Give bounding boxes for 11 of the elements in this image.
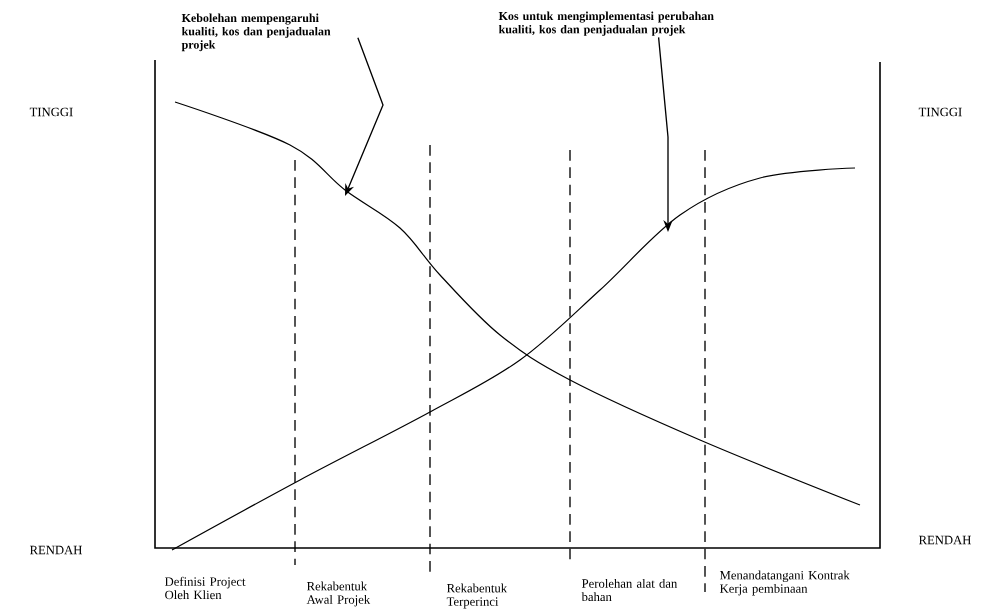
phase-label: Perolehan alat dan bahan (581, 578, 678, 602)
axis-label: TINGGI (29, 107, 73, 117)
phase-label: Rekabentuk Terperinci (446, 583, 508, 609)
callout-text: Kos untuk mengimplementasi perubahan kualiti, kos dan penjadualan projek (498, 11, 714, 36)
phase-label: Definisi Project Oleh Klien (164, 576, 246, 600)
axis-label: RENDAH (29, 545, 82, 555)
callout-text: Kebolehan mempengaruhi kualiti, kos dan penjadualan projek (181, 13, 331, 52)
axis-label: TINGGI (918, 107, 962, 117)
phase-label: Menandatangani Kontrak Kerja pembinaan (719, 570, 850, 596)
phase-label: Rekabentuk Awal Projek (306, 581, 371, 607)
axis-label: RENDAH (918, 535, 971, 545)
